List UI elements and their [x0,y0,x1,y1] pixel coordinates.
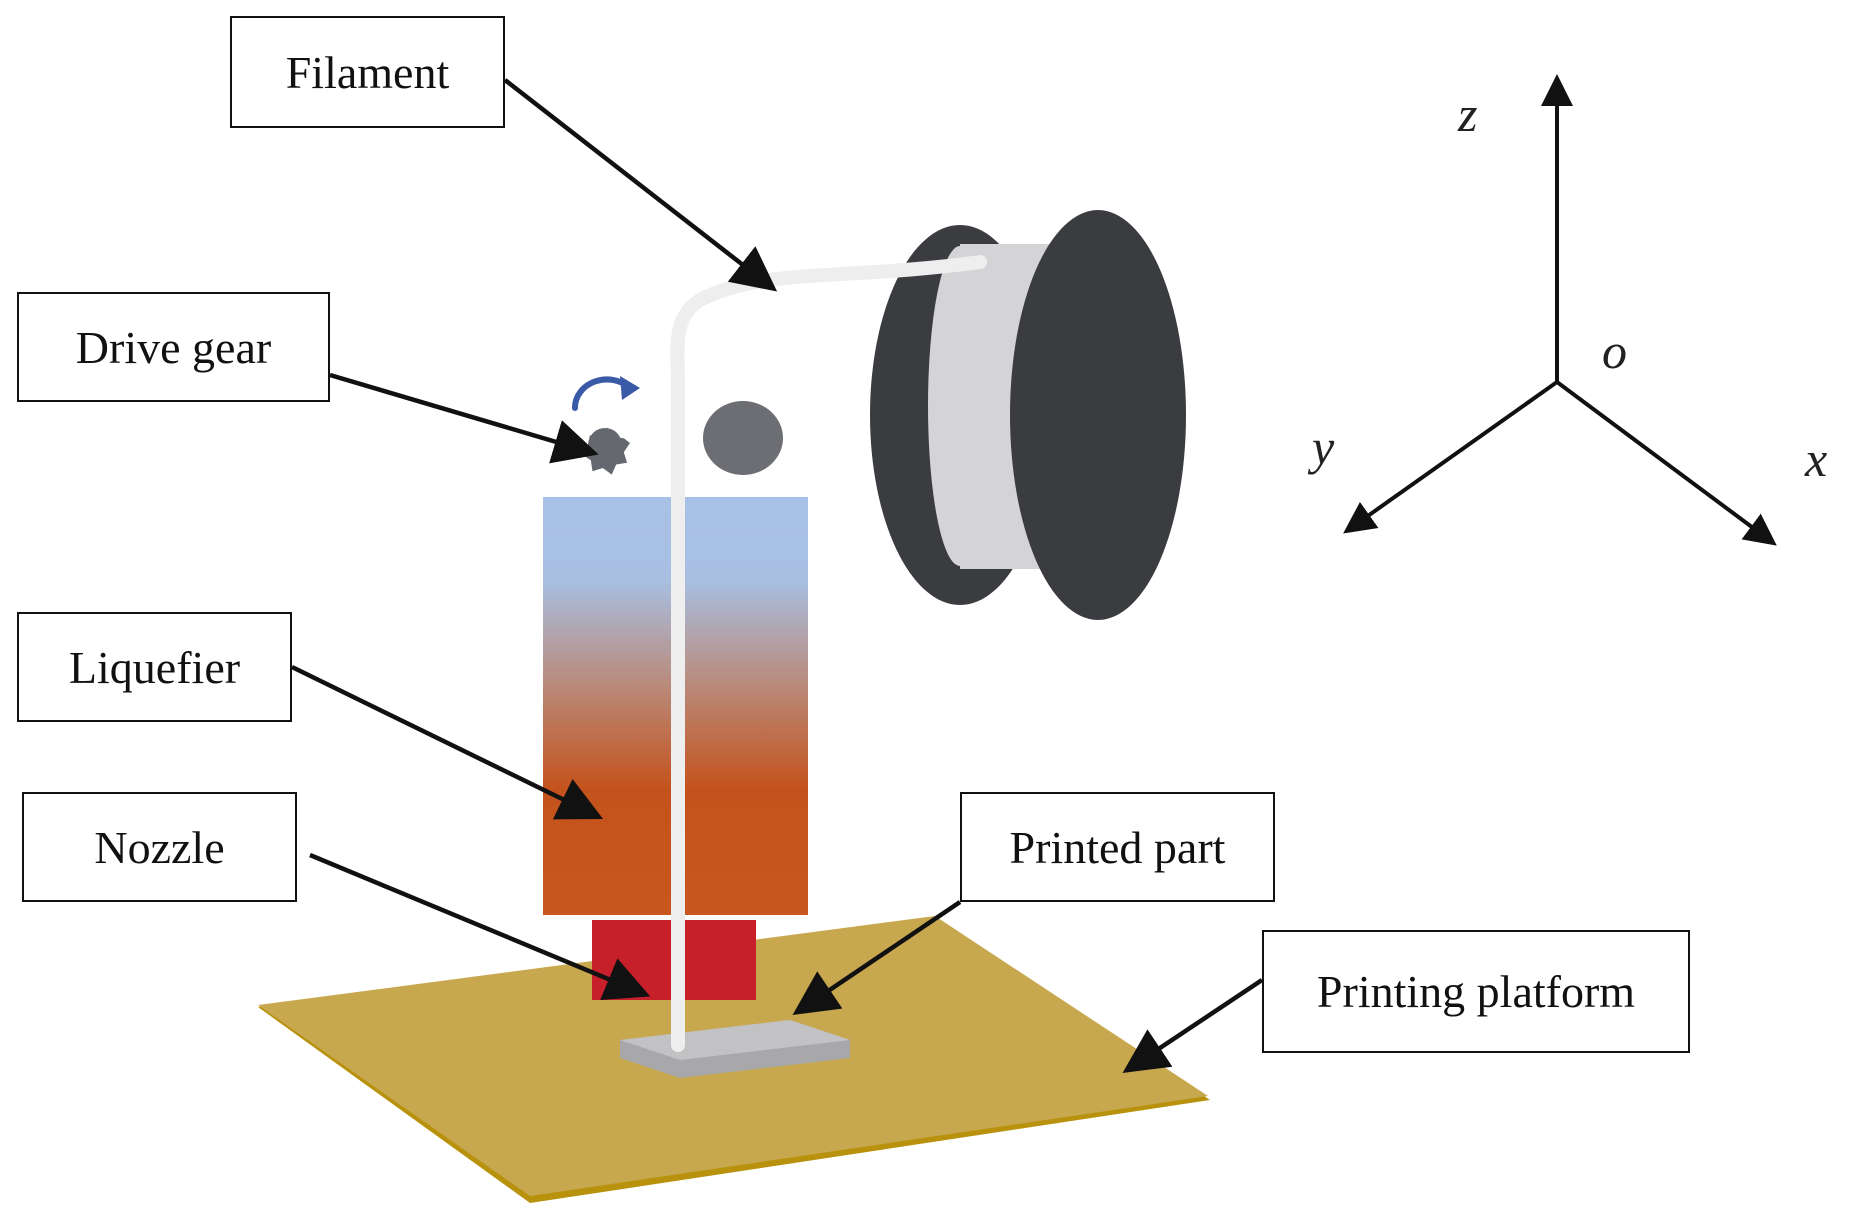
printing-platform-label: Printing platform [1262,930,1690,1053]
nozzle-leader [309,852,651,1000]
filament-label: Filament [230,16,505,128]
drive-gear-leader [329,372,599,464]
origin-letter: o [1602,323,1627,379]
drive-gear-label: Drive gear [17,292,330,402]
y-axis-letter: y [1312,419,1335,475]
z-axis-letter: z [1458,86,1478,142]
nozzle-label: Nozzle [22,792,297,902]
pinch-roller [703,401,783,475]
printed-part-label: Printed part [960,792,1275,902]
y-axis [1343,380,1559,534]
liquefier-leader [291,664,604,820]
platform-leader [1122,978,1264,1073]
liquefier-label: Liquefier [17,612,292,722]
filament-leader [503,78,778,292]
x-axis-letter: x [1805,431,1828,487]
x-axis [1555,380,1777,546]
leader-lines [291,78,1264,1073]
rotation-arrow [571,376,640,411]
printed-part-leader [792,900,962,1016]
filament-spool [870,210,1186,620]
coordinate-axes [1343,74,1777,546]
filament-strand [670,255,987,1052]
